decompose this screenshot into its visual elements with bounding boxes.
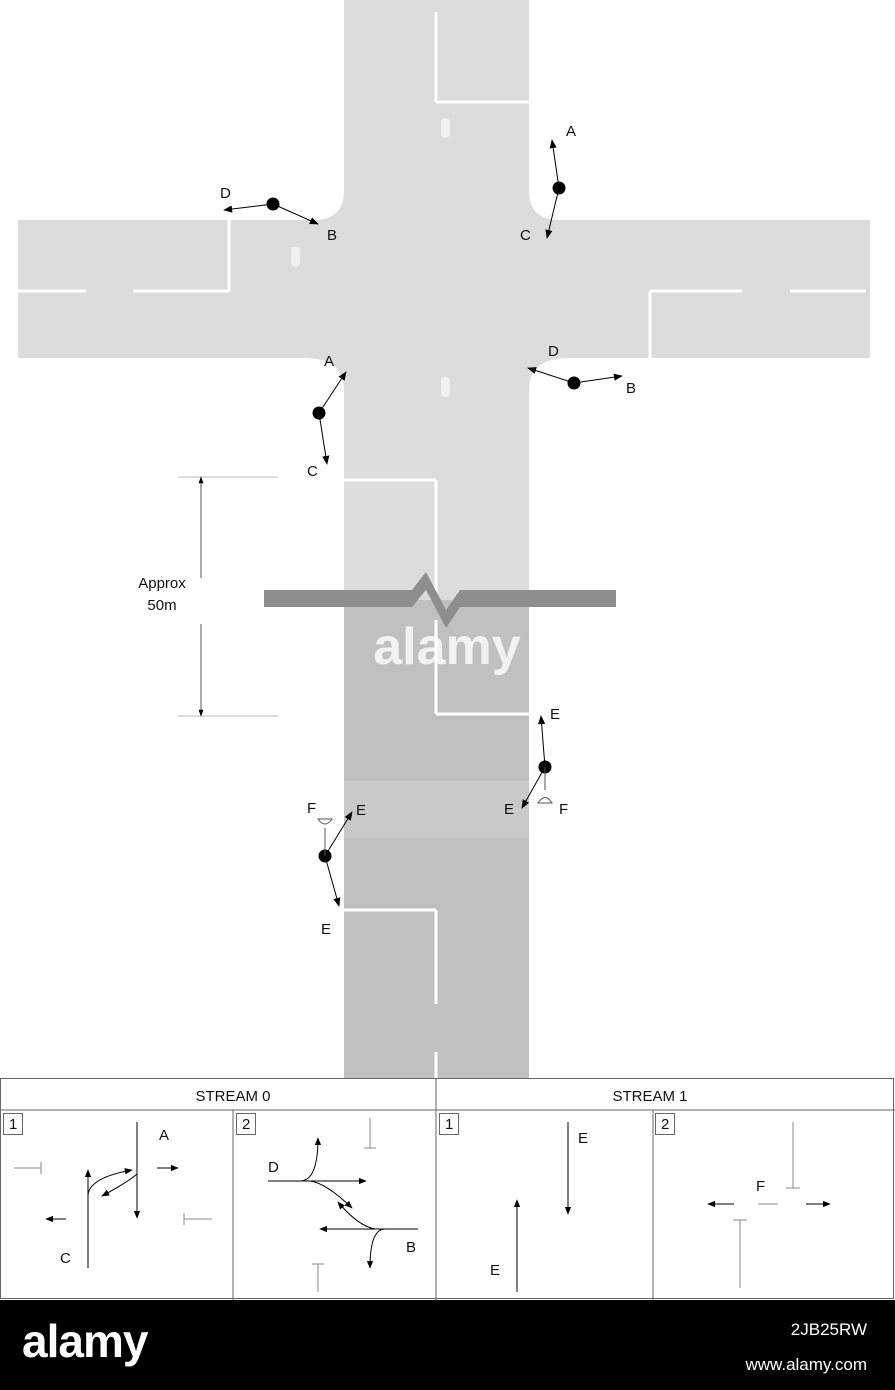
stream-0-phase-2-label-b: B [406, 1239, 416, 1256]
stream-0-phase-2-movements [268, 1118, 418, 1292]
signal-heads [223, 139, 623, 907]
label-se-d: D [548, 343, 559, 360]
stream-1-phase-1-label-e-bottom: E [490, 1262, 500, 1279]
image-code: 2JB25RW [790, 1320, 867, 1339]
label-nw-d: D [220, 185, 231, 202]
brand-logo: alamy [22, 1315, 148, 1367]
staging-table: STREAM 0 STREAM 1 1 2 1 2 A C D B E E [0, 1078, 895, 1300]
distance-label-approx: Approx [138, 575, 186, 592]
watermark-marks [291, 118, 450, 397]
label-sw-a: A [324, 353, 334, 370]
stream-1-phase-2-movements [707, 1122, 831, 1288]
stream-1-phase-1-label-e-top: E [578, 1130, 588, 1147]
stream-0-phase-1-label-c: C [60, 1250, 71, 1267]
stream-1-title: STREAM 1 [612, 1088, 687, 1105]
label-crossing-f-left: F [307, 800, 316, 817]
label-ne-c: C [520, 227, 531, 244]
junction-roads [18, 0, 870, 1078]
stock-footer: alamy 2JB25RW www.alamy.com [0, 1300, 895, 1390]
stream-0-phase-1-movements [14, 1122, 212, 1268]
stream-0-phase-2-number: 2 [242, 1116, 250, 1133]
distance-label-value: 50m [147, 597, 176, 614]
watermark-text: alamy [373, 618, 521, 676]
stream-0-phase-1-number: 1 [9, 1116, 17, 1133]
stream-0-title: STREAM 0 [195, 1088, 270, 1105]
label-nw-b: B [327, 227, 337, 244]
label-se-b: B [626, 380, 636, 397]
stream-1-phase-1-movements [513, 1122, 572, 1292]
road-break-band [264, 572, 616, 628]
label-crossing-e-top: E [550, 706, 560, 723]
stream-1-phase-1-number: 1 [445, 1116, 453, 1133]
stream-0-phase-1-label-a: A [159, 1127, 169, 1144]
distance-dimension: Approx 50m [138, 476, 278, 717]
road-markings [18, 12, 866, 1078]
label-crossing-e-left: E [504, 801, 514, 818]
junction-labels: A C D B A C D B E E F F E E [220, 123, 636, 938]
junction-diagram: Approx 50m A C D B [18, 0, 870, 1078]
label-crossing-e-upper: E [356, 802, 366, 819]
stream-1-phase-2-label-f: F [756, 1178, 765, 1195]
website-link[interactable]: www.alamy.com [745, 1355, 867, 1374]
label-crossing-e-lower: E [321, 921, 331, 938]
label-ne-a: A [566, 123, 576, 140]
label-sw-c: C [307, 463, 318, 480]
stream-0-phase-2-label-d: D [268, 1159, 279, 1176]
stream-1-phase-2-number: 2 [661, 1116, 669, 1133]
label-crossing-f-right: F [559, 801, 568, 818]
